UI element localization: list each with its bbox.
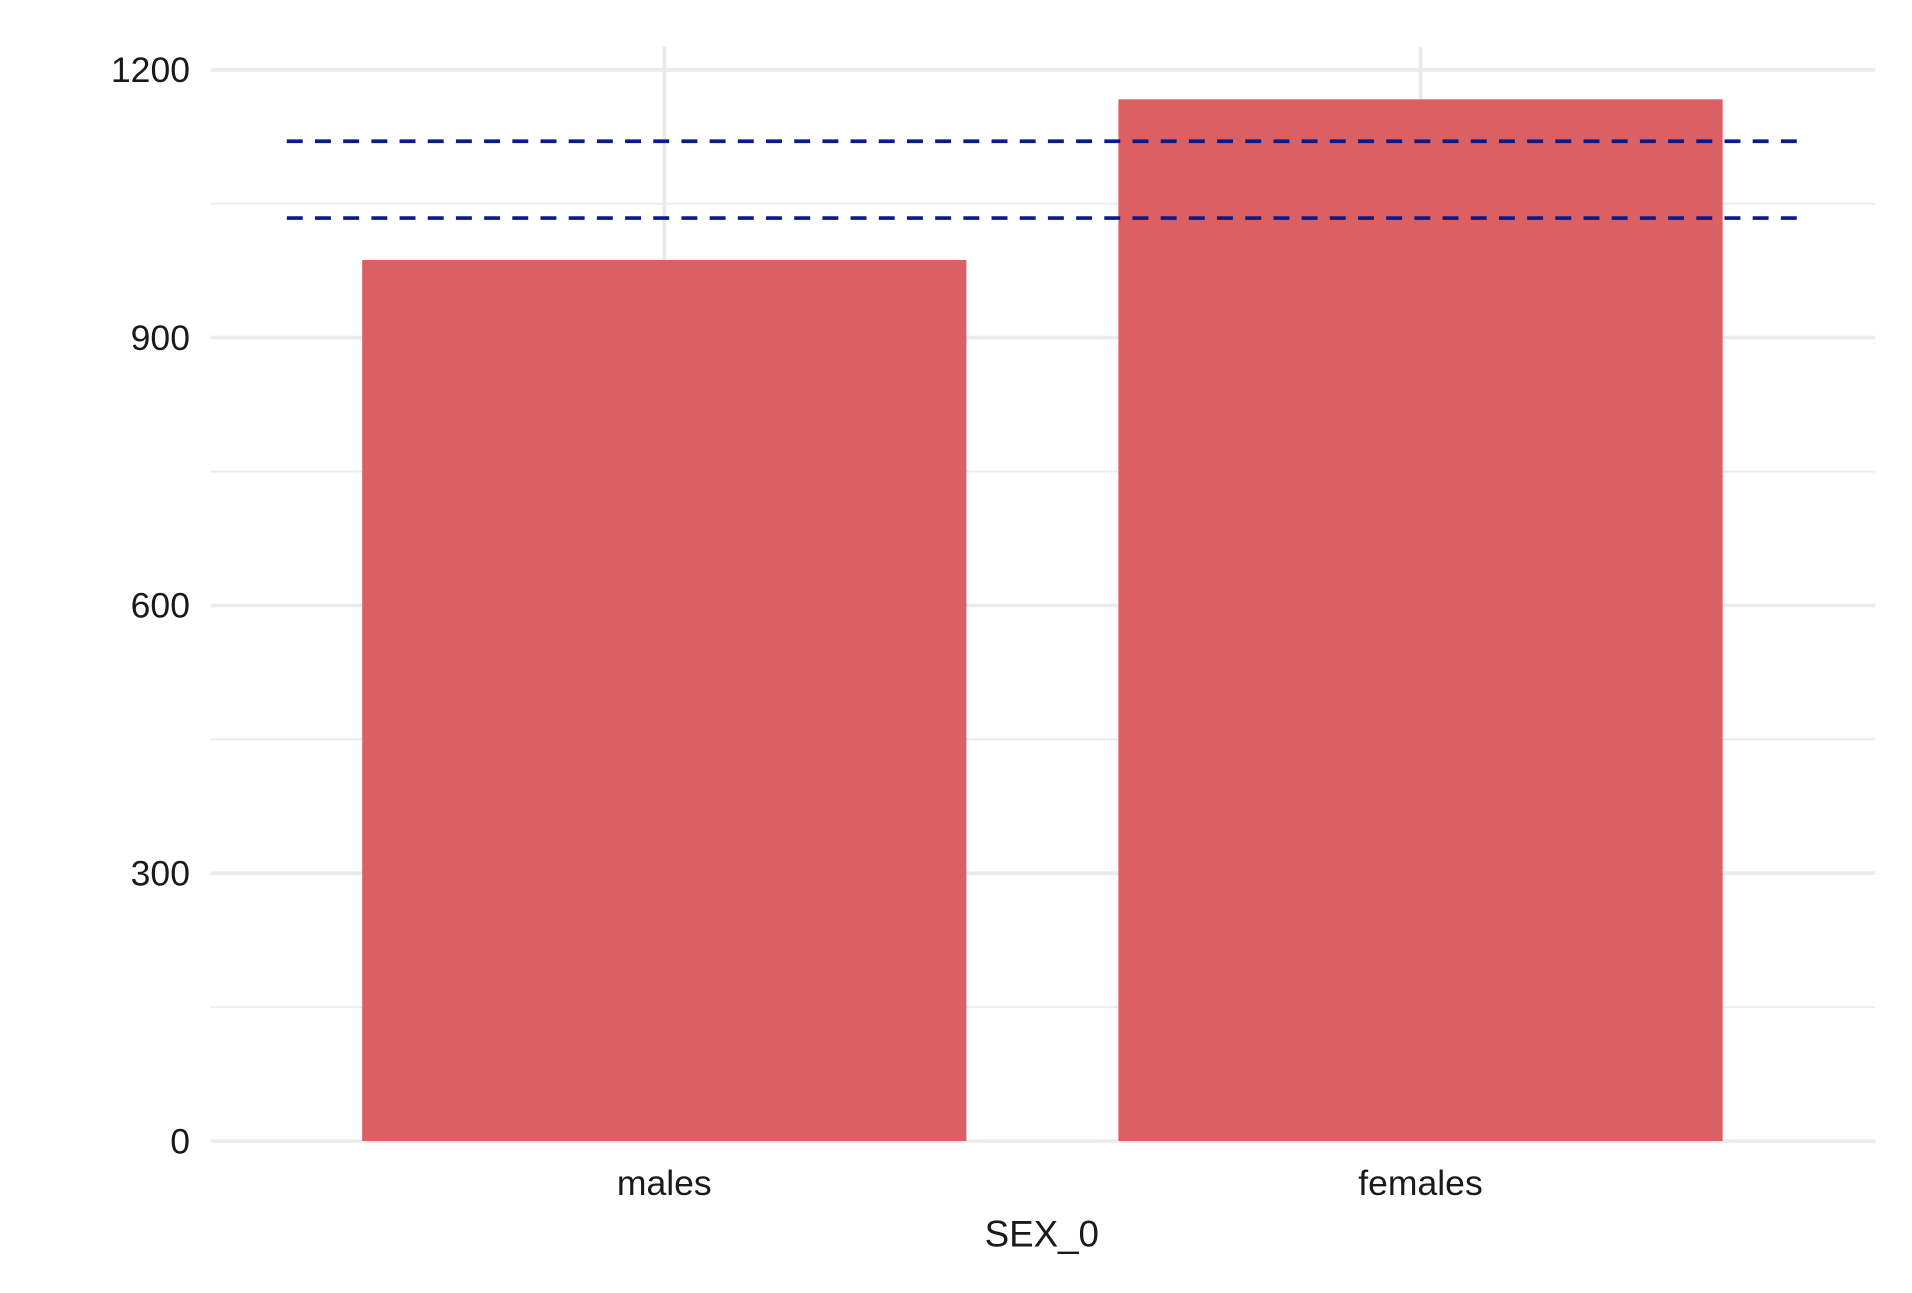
- y-tick-label: 300: [131, 853, 190, 893]
- x-tick-label: males: [617, 1163, 712, 1203]
- x-axis-label: SEX_0: [985, 1213, 1099, 1254]
- y-tick-label: 1200: [111, 50, 190, 90]
- x-axis-ticks: males females: [617, 1163, 1483, 1203]
- bar-males: [362, 259, 967, 1142]
- y-tick-label: 0: [170, 1121, 190, 1161]
- x-tick-label: females: [1358, 1163, 1482, 1203]
- y-axis-ticks: 0 300 600 900 1200: [111, 50, 190, 1161]
- y-tick-label: 900: [131, 318, 190, 358]
- y-tick-label: 600: [131, 586, 190, 626]
- bars: [362, 99, 1723, 1142]
- bar-females: [1118, 99, 1723, 1142]
